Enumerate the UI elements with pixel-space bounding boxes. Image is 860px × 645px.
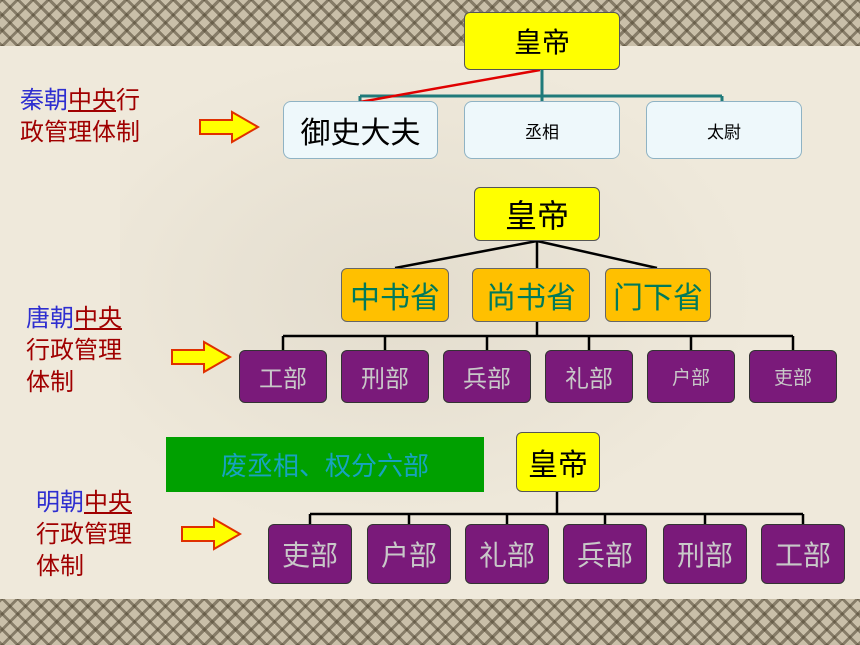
decorative-border-bottom: [0, 599, 860, 645]
tang-label-line3: 体制: [26, 368, 74, 396]
decorative-border-top: [0, 0, 860, 46]
arrows: [171, 110, 261, 551]
tang-label-dynasty: 唐朝: [26, 304, 74, 332]
ming-bu-gong: 工部: [761, 524, 845, 584]
tang-sheng-zhongshu: 中书省: [341, 268, 449, 322]
tang-label-central: 中央: [74, 304, 122, 332]
qin-red-line: [359, 68, 541, 104]
ming-note-bar: 废丞相、权分六部: [166, 437, 484, 492]
ming-connectors: [308, 492, 805, 524]
ming-bu-xing: 刑部: [663, 524, 747, 584]
ming-label-line2: 行政管理: [36, 520, 132, 548]
ming-bu-bing: 兵部: [563, 524, 647, 584]
qin-arrow: [199, 110, 261, 144]
qin-connectors: [358, 70, 724, 101]
tang-bu-hu: 户部: [647, 350, 735, 403]
tang-bu-bing: 兵部: [443, 350, 531, 403]
tang-label-line2: 行政管理: [26, 336, 122, 364]
ming-label-dynasty: 明朝: [36, 488, 84, 516]
ming-label: 明朝中央 行政管理 体制: [36, 486, 166, 582]
ming-emperor-box: 皇帝: [516, 432, 600, 492]
ming-bu-li-personnel: 吏部: [268, 524, 352, 584]
qin-official-taiwei: 太尉: [646, 101, 802, 159]
qin-label-rest: 行: [116, 86, 140, 114]
tang-arrow: [171, 340, 233, 374]
ming-bu-li-ritual: 礼部: [465, 524, 549, 584]
ming-label-line3: 体制: [36, 552, 84, 580]
tang-sheng-menxia: 门下省: [605, 268, 711, 322]
tang-bu-gong: 工部: [239, 350, 327, 403]
qin-official-chengxiang: 丞相: [464, 101, 620, 159]
qin-emperor-box: 皇帝: [464, 12, 620, 70]
ming-arrow: [181, 517, 243, 551]
tang-sheng-shangshu: 尚书省: [472, 268, 590, 322]
ming-label-central: 中央: [84, 488, 132, 516]
tang-bu-xing: 刑部: [341, 350, 429, 403]
tang-bu-li-personnel: 吏部: [749, 350, 837, 403]
tang-bu-li-ritual: 礼部: [545, 350, 633, 403]
tang-label: 唐朝中央 行政管理 体制: [26, 302, 156, 398]
qin-label-central: 中央: [68, 86, 116, 114]
qin-label-dynasty: 秦朝: [20, 86, 68, 114]
qin-label-line2: 政管理体制: [20, 118, 140, 146]
qin-label: 秦朝中央行 政管理体制: [20, 84, 180, 148]
qin-official-yushidafu: 御史大夫: [283, 101, 438, 159]
ming-bu-hu: 户部: [367, 524, 451, 584]
tang-emperor-box: 皇帝: [474, 187, 600, 241]
tang-connectors: [281, 239, 795, 350]
